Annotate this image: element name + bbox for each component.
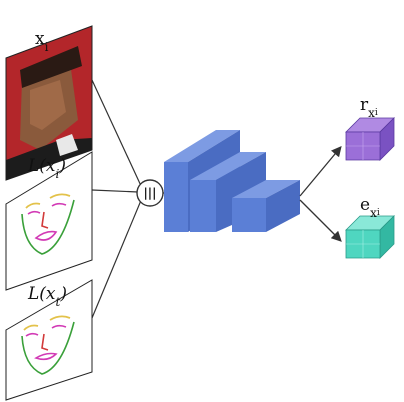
connector-landmark-i-to-concat [92, 190, 138, 192]
arrow-to-output-e [300, 200, 340, 240]
concat-symbol: ||| [143, 186, 156, 200]
concat-node: ||| [137, 180, 163, 206]
connector-image-to-concat [92, 80, 142, 188]
output-cube-r [346, 118, 394, 160]
output-r-label: rxi [360, 95, 378, 120]
output-cube-e [346, 216, 394, 258]
arrow-to-output-r [300, 148, 340, 196]
network-blocks [164, 130, 300, 232]
connector-landmark-t-to-concat [92, 198, 142, 318]
